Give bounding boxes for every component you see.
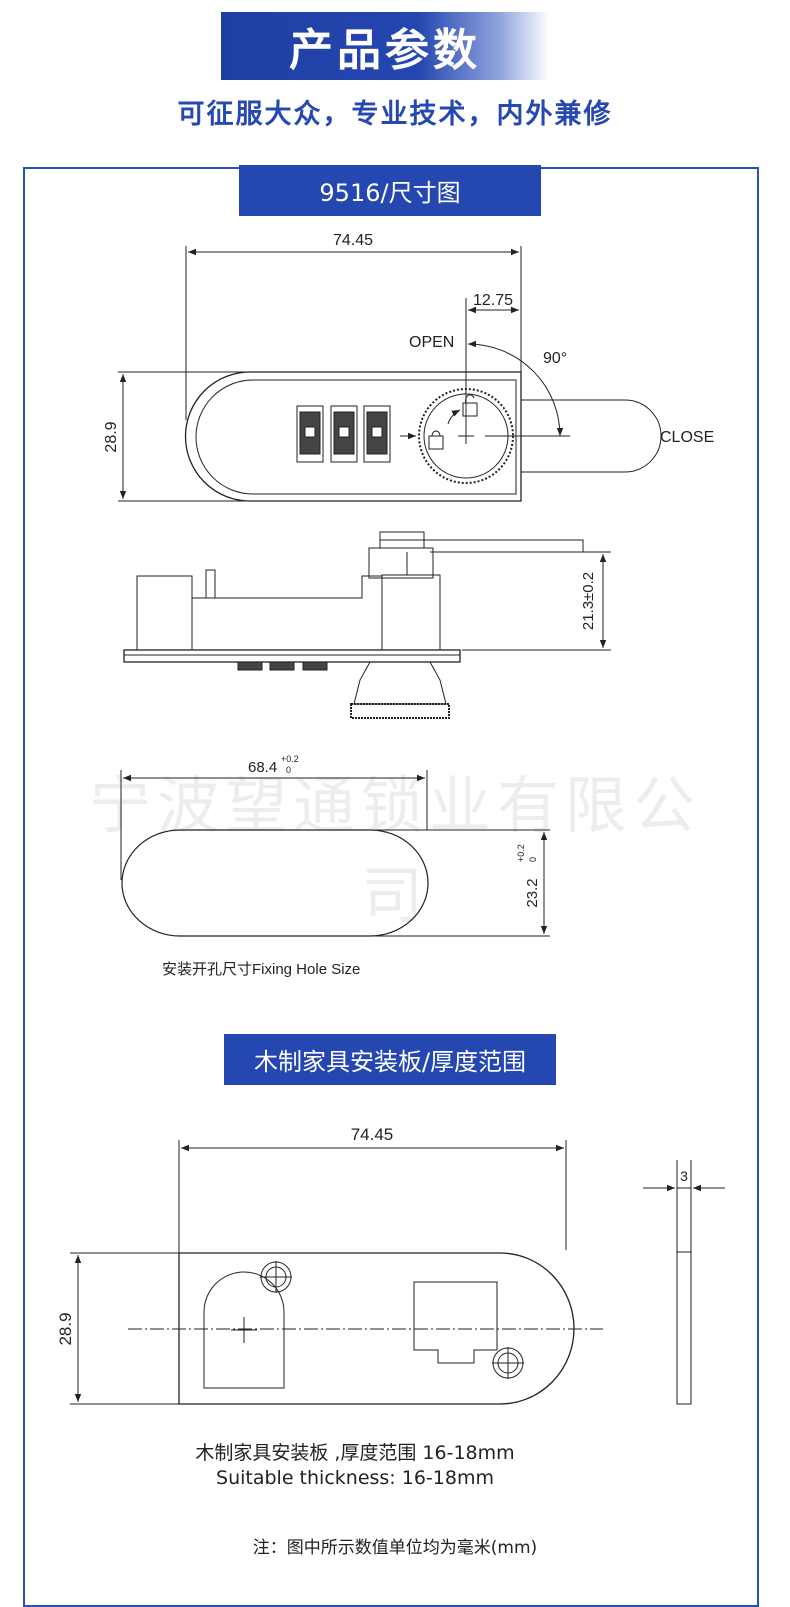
plate-length-label: 74.45 [351,1125,394,1144]
page-title: 产品参数 [289,25,481,76]
thickness-caption-en: Suitable thickness: 16-18mm [216,1467,494,1489]
hole-caption: 安装开孔尺寸Fixing Hole Size [162,961,360,978]
lock-side-view [123,531,611,719]
thickness-caption-cn: 木制家具安装板 ,厚度范围 16-18mm [195,1442,515,1464]
fixing-hole-outline [120,770,550,937]
hole-height-tol-zero: 0 [528,857,538,862]
close-label: CLOSE [660,429,714,446]
dim-height-label: 28.9 [103,421,120,452]
section-title-dimensions: 9516/尺寸图 [239,165,541,216]
plate-height-label: 28.9 [56,1312,75,1345]
section-title-mounting-panel: 木制家具安装板/厚度范围 [224,1034,556,1085]
lock-front-view [118,246,662,502]
hole-width-tol-plus: +0.2 [281,754,299,764]
open-label: OPEN [409,334,454,351]
footer-unit-note: 注：图中所示数值单位均为毫米(mm) [252,1538,538,1558]
angle-label: 90° [543,350,567,367]
dim-depth-label: 21.3±0.2 [580,572,597,630]
hole-width-tol-zero: 0 [286,765,291,775]
page-subtitle: 可征服大众，专业技术，内外兼修 [177,99,613,130]
mounting-plate-drawing [70,1140,725,1405]
plate-thickness-label: 3 [680,1168,688,1184]
dim-offset-label: 12.75 [473,292,513,309]
dim-length-label: 74.45 [333,232,373,249]
hole-height-label: 23.2 [524,878,541,907]
hole-width-label: 68.4 [248,759,277,776]
hole-height-tol-plus: +0.2 [516,844,526,862]
header-banner: 产品参数 [221,12,549,80]
